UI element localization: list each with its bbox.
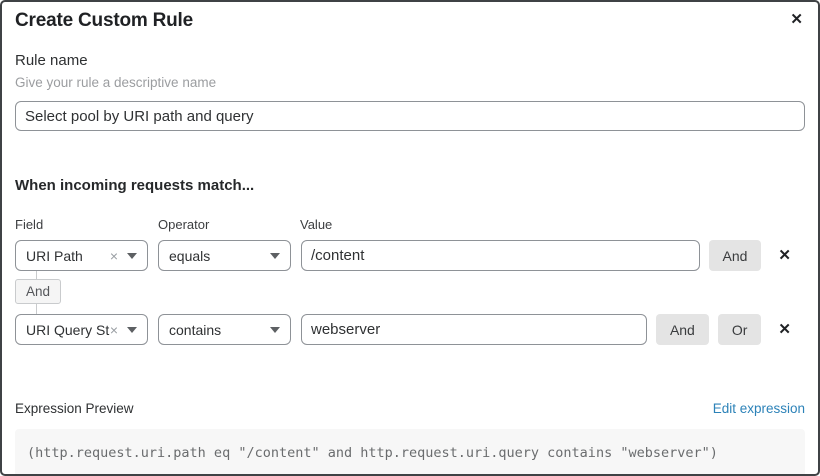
rule-name-description: Give your rule a descriptive name xyxy=(15,75,217,90)
rule-name-label: Rule name xyxy=(15,52,88,69)
and-connector-badge: And xyxy=(15,279,62,304)
condition-row: URI Path × equals And ✕ xyxy=(15,240,805,271)
remove-condition-icon[interactable]: ✕ xyxy=(778,321,791,338)
operator-select-value: equals xyxy=(169,247,211,264)
clear-icon[interactable]: × xyxy=(109,247,118,264)
column-header-field: Field xyxy=(15,217,44,232)
and-connector: And xyxy=(15,271,75,314)
column-headers: Field Operator Value xyxy=(15,217,805,232)
dialog-title: Create Custom Rule xyxy=(15,10,193,31)
chevron-down-icon xyxy=(270,326,280,333)
add-or-condition-button[interactable]: Or xyxy=(717,314,762,345)
remove-condition-icon[interactable]: ✕ xyxy=(778,247,791,264)
operator-select[interactable]: equals xyxy=(158,240,291,271)
expression-preview-label: Expression Preview xyxy=(15,401,134,416)
operator-select-value: contains xyxy=(169,321,222,338)
condition-row: URI Query St... × contains And Or ✕ xyxy=(15,314,805,345)
column-header-value: Value xyxy=(300,217,333,232)
close-icon[interactable]: ✕ xyxy=(790,11,803,28)
value-input[interactable] xyxy=(301,314,647,345)
rule-name-section: Rule name Give your rule a descriptive n… xyxy=(15,52,805,131)
field-select[interactable]: URI Query St... × xyxy=(15,314,148,345)
chevron-down-icon xyxy=(127,326,137,333)
match-section-heading: When incoming requests match... xyxy=(15,177,255,194)
rule-name-input[interactable] xyxy=(15,101,805,131)
operator-select[interactable]: contains xyxy=(158,314,291,345)
clear-icon[interactable]: × xyxy=(109,321,118,338)
field-select[interactable]: URI Path × xyxy=(15,240,148,271)
chevron-down-icon xyxy=(270,252,280,259)
field-select-value: URI Query St... xyxy=(26,321,110,338)
add-and-condition-button[interactable]: And xyxy=(708,240,762,271)
field-select-value: URI Path xyxy=(26,247,83,264)
edit-expression-link[interactable]: Edit expression xyxy=(712,401,805,416)
chevron-down-icon xyxy=(127,252,137,259)
expression-preview-code: (http.request.uri.path eq "/content" and… xyxy=(15,429,805,474)
add-and-condition-button[interactable]: And xyxy=(655,314,709,345)
expression-preview-header: Expression Preview Edit expression xyxy=(15,401,805,416)
value-input[interactable] xyxy=(301,240,700,271)
column-header-operator: Operator xyxy=(158,217,210,232)
dialog-header: Create Custom Rule ✕ xyxy=(15,2,805,32)
